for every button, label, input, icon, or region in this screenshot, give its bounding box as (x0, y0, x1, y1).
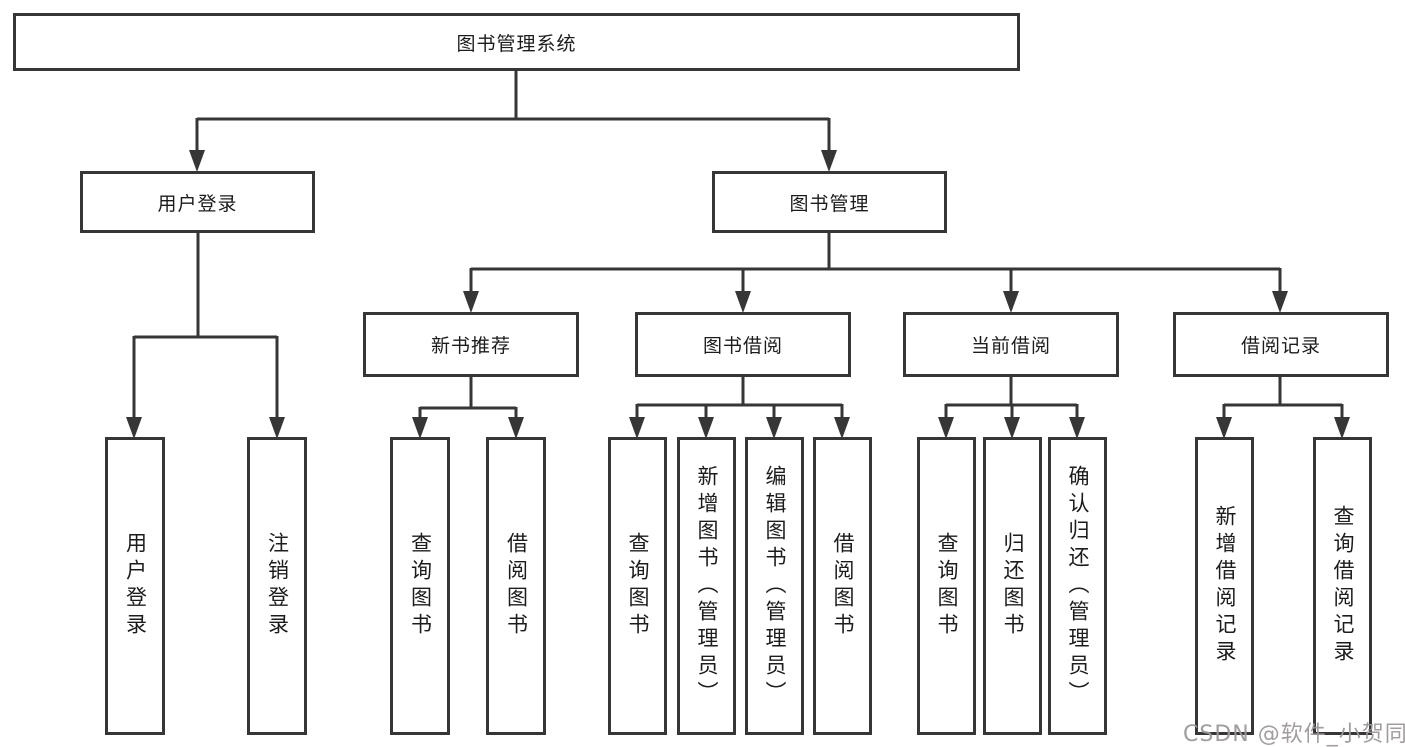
leaf-label: 查询图书 (935, 532, 960, 640)
node-current-borrowing: 当前借阅 (903, 312, 1119, 377)
leaf-label: 新增借阅记录 (1213, 505, 1238, 667)
leaf-confirm-return-admin: 确认归还（管理员） (1048, 437, 1107, 735)
leaf-borrow-book: 借阅图书 (813, 437, 872, 735)
leaf-label: 归还图书 (1001, 532, 1026, 640)
leaf-add-book-admin: 新增图书（管理员） (677, 437, 736, 735)
leaf-add-borrow-record: 新增借阅记录 (1195, 437, 1254, 735)
leaf-borrow-books-newbk: 借阅图书 (486, 437, 546, 735)
node-label: 当前借阅 (970, 335, 1051, 357)
leaf-query-borrow-record: 查询借阅记录 (1313, 437, 1372, 735)
leaf-query-books-newbk: 查询图书 (390, 437, 450, 735)
leaf-query-books-current: 查询图书 (917, 437, 976, 735)
leaf-edit-book-admin: 编辑图书（管理员） (745, 437, 804, 735)
node-label: 新书推荐 (430, 335, 511, 357)
node-borrow-records: 借阅记录 (1173, 312, 1389, 377)
leaf-label: 查询图书 (626, 532, 651, 640)
node-new-book-recommend: 新书推荐 (363, 312, 579, 377)
leaf-query-books-borrow: 查询图书 (608, 437, 667, 735)
node-root-library-system: 图书管理系统 (13, 13, 1020, 71)
leaf-label: 确认归还（管理员） (1066, 464, 1091, 708)
leaf-label: 编辑图书（管理员） (763, 464, 788, 708)
leaf-label: 借阅图书 (831, 532, 856, 640)
node-label: 借阅记录 (1240, 335, 1321, 357)
leaf-label: 注销登录 (265, 532, 290, 640)
leaf-label: 查询借阅记录 (1331, 505, 1356, 667)
node-label: 图书管理 (789, 192, 870, 215)
leaf-logout: 注销登录 (247, 437, 307, 735)
node-label: 图书管理系统 (456, 32, 577, 55)
leaf-label: 借阅图书 (504, 532, 529, 640)
leaf-user-login: 用户登录 (105, 437, 165, 735)
leaf-label: 查询图书 (408, 532, 433, 640)
leaf-label: 新增图书（管理员） (695, 464, 720, 708)
leaf-return-book: 归还图书 (983, 437, 1042, 735)
node-book-management: 图书管理 (712, 171, 947, 233)
node-label: 图书借阅 (702, 335, 783, 357)
node-label: 用户登录 (157, 192, 238, 215)
node-book-borrowing: 图书借阅 (635, 312, 851, 377)
csdn-watermark: CSDN @软件_小贺同学 (1183, 722, 1405, 747)
node-user-login: 用户登录 (80, 171, 315, 233)
leaf-label: 用户登录 (123, 532, 148, 640)
